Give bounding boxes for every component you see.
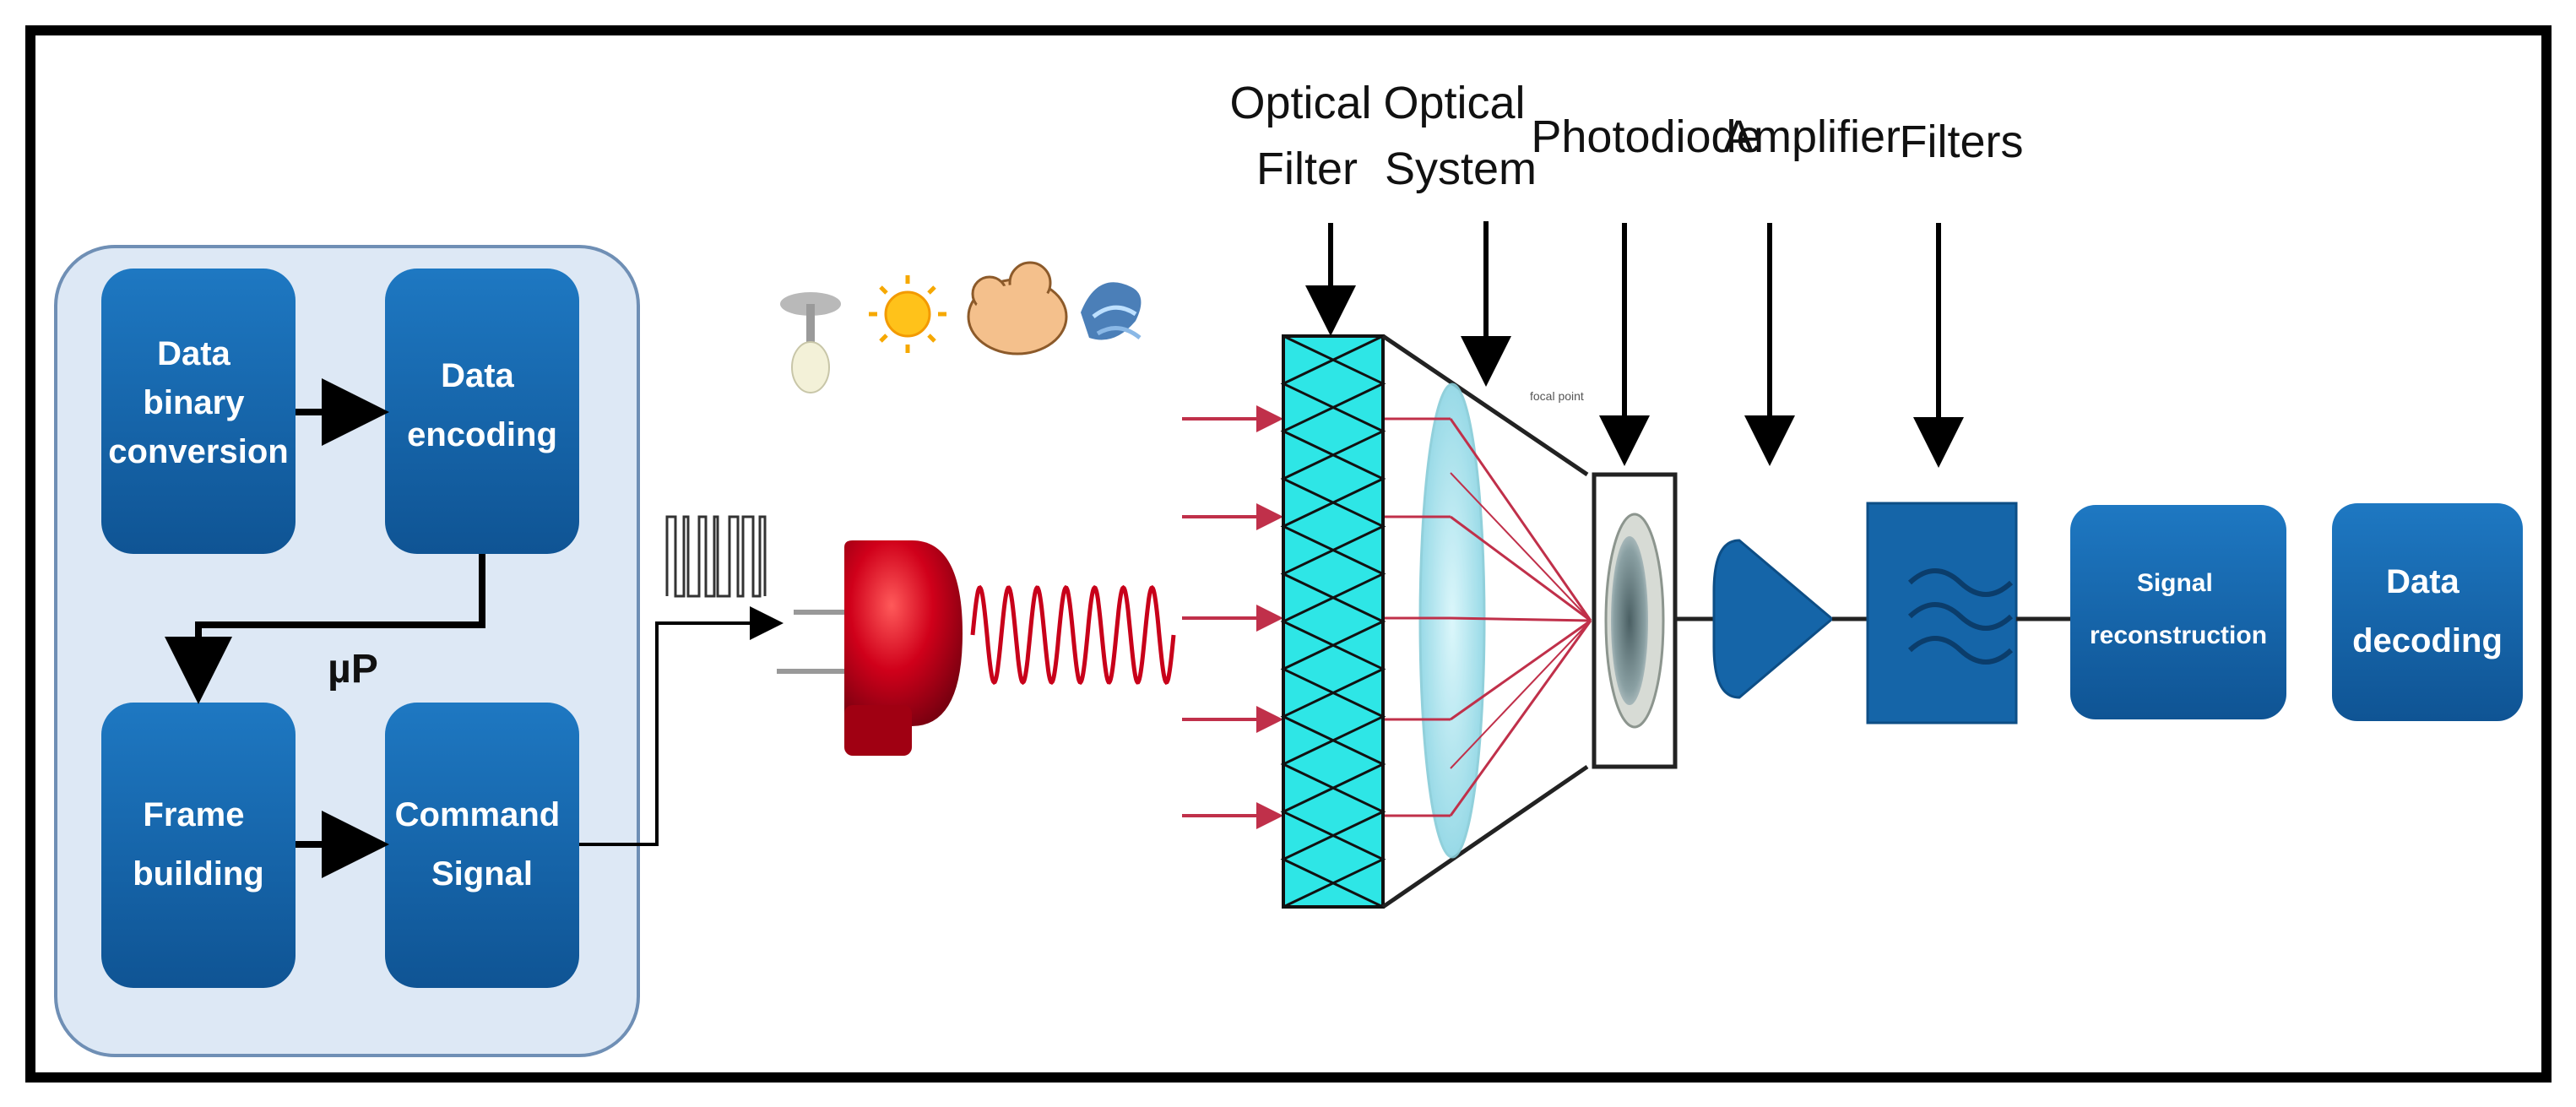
converging-ray-out (1450, 616, 1592, 622)
converging-rays (1385, 417, 1592, 817)
arrow-encoding-to-frame (165, 554, 485, 704)
optical-filter (1280, 334, 1386, 909)
converging-ray-out (1450, 619, 1592, 721)
label-amplifier: Amplifier (1723, 111, 1901, 162)
arrow-command-to-led (579, 606, 784, 846)
block-command-signal-label: Command Signal (395, 796, 570, 893)
filters-block (1866, 502, 2018, 724)
cloud-icon (967, 261, 1068, 355)
microprocessor-label: µP (328, 647, 378, 692)
block-frame-building: Frame building (101, 703, 296, 988)
optics-funnel-top (1381, 334, 1589, 477)
block-data-decoding-label: Data decoding (2352, 563, 2503, 659)
block-command-signal: Command Signal (385, 703, 579, 988)
block-data-encoding-label: Data encoding (407, 357, 557, 453)
light-signal-wave (970, 584, 1176, 686)
converging-ray-out (1450, 515, 1592, 622)
amplifier-symbol (1712, 539, 1835, 699)
block-signal-reconstruction-label: Signal reconstruction (2090, 569, 2267, 649)
label-optical-system: Optical System (1383, 78, 1537, 194)
block-data-encoding: Data encoding (385, 269, 579, 554)
block-data-decoding: Data decoding (2332, 503, 2523, 721)
block-data-binary-conversion-label: Data binary conversion (108, 335, 288, 470)
focal-point-label: focal point (1530, 389, 1584, 403)
converging-ray-out (1450, 472, 1592, 621)
block-signal-reconstruction: Signal reconstruction (2070, 505, 2286, 719)
filter-wave-icon (1907, 568, 2014, 665)
optical-lens (1418, 383, 1486, 859)
incoming-light-rays (1182, 405, 1283, 829)
label-filters: Filters (1900, 117, 2024, 167)
block-data-binary-conversion: Data binary conversion (101, 269, 296, 554)
converging-ray-out (1449, 418, 1592, 621)
led-transmitter (777, 540, 963, 756)
photodiode (1592, 472, 1678, 769)
label-optical-filter: Optical Filter (1229, 78, 1384, 194)
block-frame-building-label: Frame building (133, 796, 264, 893)
label-photodiode: Photodiode (1531, 111, 1761, 162)
storm-icon (1081, 282, 1142, 340)
pulse-train-waveform (665, 515, 767, 598)
converging-ray-out (1450, 620, 1592, 769)
converging-ray-out (1449, 620, 1592, 817)
optics-funnel-bottom (1381, 764, 1589, 909)
lamp-icon (780, 292, 841, 393)
sun-icon (869, 275, 946, 353)
